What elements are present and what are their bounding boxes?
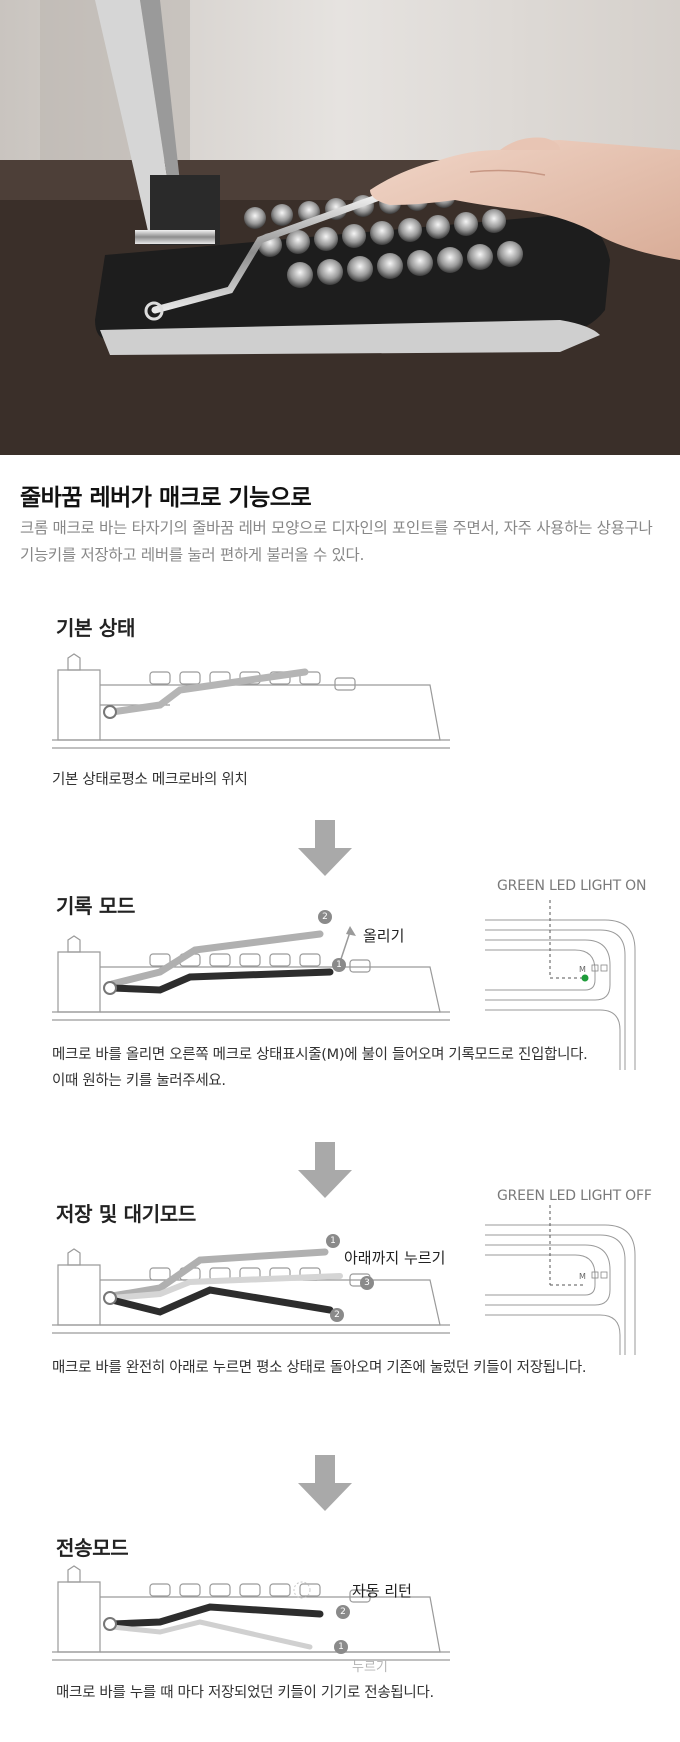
step-number-1: 1 [332, 958, 346, 972]
led-indicator-off: M [485, 1205, 636, 1355]
led-label-off: GREEN LED LIGHT OFF [497, 1188, 652, 1204]
led-indicator-on: M [485, 900, 636, 1070]
keyboard-diagram-send [52, 1565, 450, 1661]
caption-save: 매크로 바를 완전히 아래로 누르면 평소 상태로 돌아오며 기존에 눌렀던 키… [52, 1360, 587, 1376]
caption-send: 매크로 바를 누를 때 마다 저장되었던 키들이 기기로 전송됩니다. [56, 1685, 434, 1701]
step-number-1: 1 [334, 1640, 348, 1654]
caption-basic: 기본 상태로평소 메크로바의 위치 [52, 772, 248, 788]
caption-record: 메크로 바를 올리면 오른쪽 메크로 상태표시줄(M)에 불이 들어오며 기록모… [52, 1047, 588, 1089]
keyboard-diagram-basic [52, 653, 450, 749]
step-number-1: 1 [326, 1234, 340, 1248]
section-title-send: 전송모드 [56, 1536, 129, 1560]
page-title: 줄바꿈 레버가 매크로 기능으로 [20, 485, 312, 511]
arrow-down-icon [298, 1455, 352, 1511]
hero-photo [0, 0, 680, 455]
section-title-save: 저장 및 대기모드 [56, 1202, 197, 1226]
led-green-dot [581, 974, 589, 982]
arrow-down-icon [298, 1142, 352, 1198]
annotation-press: 누르기 [352, 1660, 388, 1675]
step-number-2: 2 [330, 1308, 344, 1322]
step-number-2: 2 [336, 1605, 350, 1619]
keyboard-diagram-save [52, 1248, 450, 1334]
indicator-m: M [579, 1272, 586, 1281]
intro-description: 크롬 매크로 바는 타자기의 줄바꿈 레버 모양으로 디자인의 포인트를 주면서… [20, 519, 653, 564]
arrow-down-icon [298, 820, 352, 876]
keyboard-diagram-record [52, 926, 450, 1021]
section-title-basic: 기본 상태 [56, 616, 136, 640]
section-title-record: 기록 모드 [56, 894, 136, 918]
indicator-m: M [579, 965, 586, 974]
annotation-raise: 올리기 [363, 927, 405, 945]
led-label-on: GREEN LED LIGHT ON [497, 878, 647, 894]
step-number-2: 2 [318, 910, 332, 924]
annotation-auto-return: 자동 리턴 [352, 1582, 412, 1600]
annotation-press-down: 아래까지 누르기 [344, 1249, 446, 1267]
step-number-3: 3 [360, 1276, 374, 1290]
